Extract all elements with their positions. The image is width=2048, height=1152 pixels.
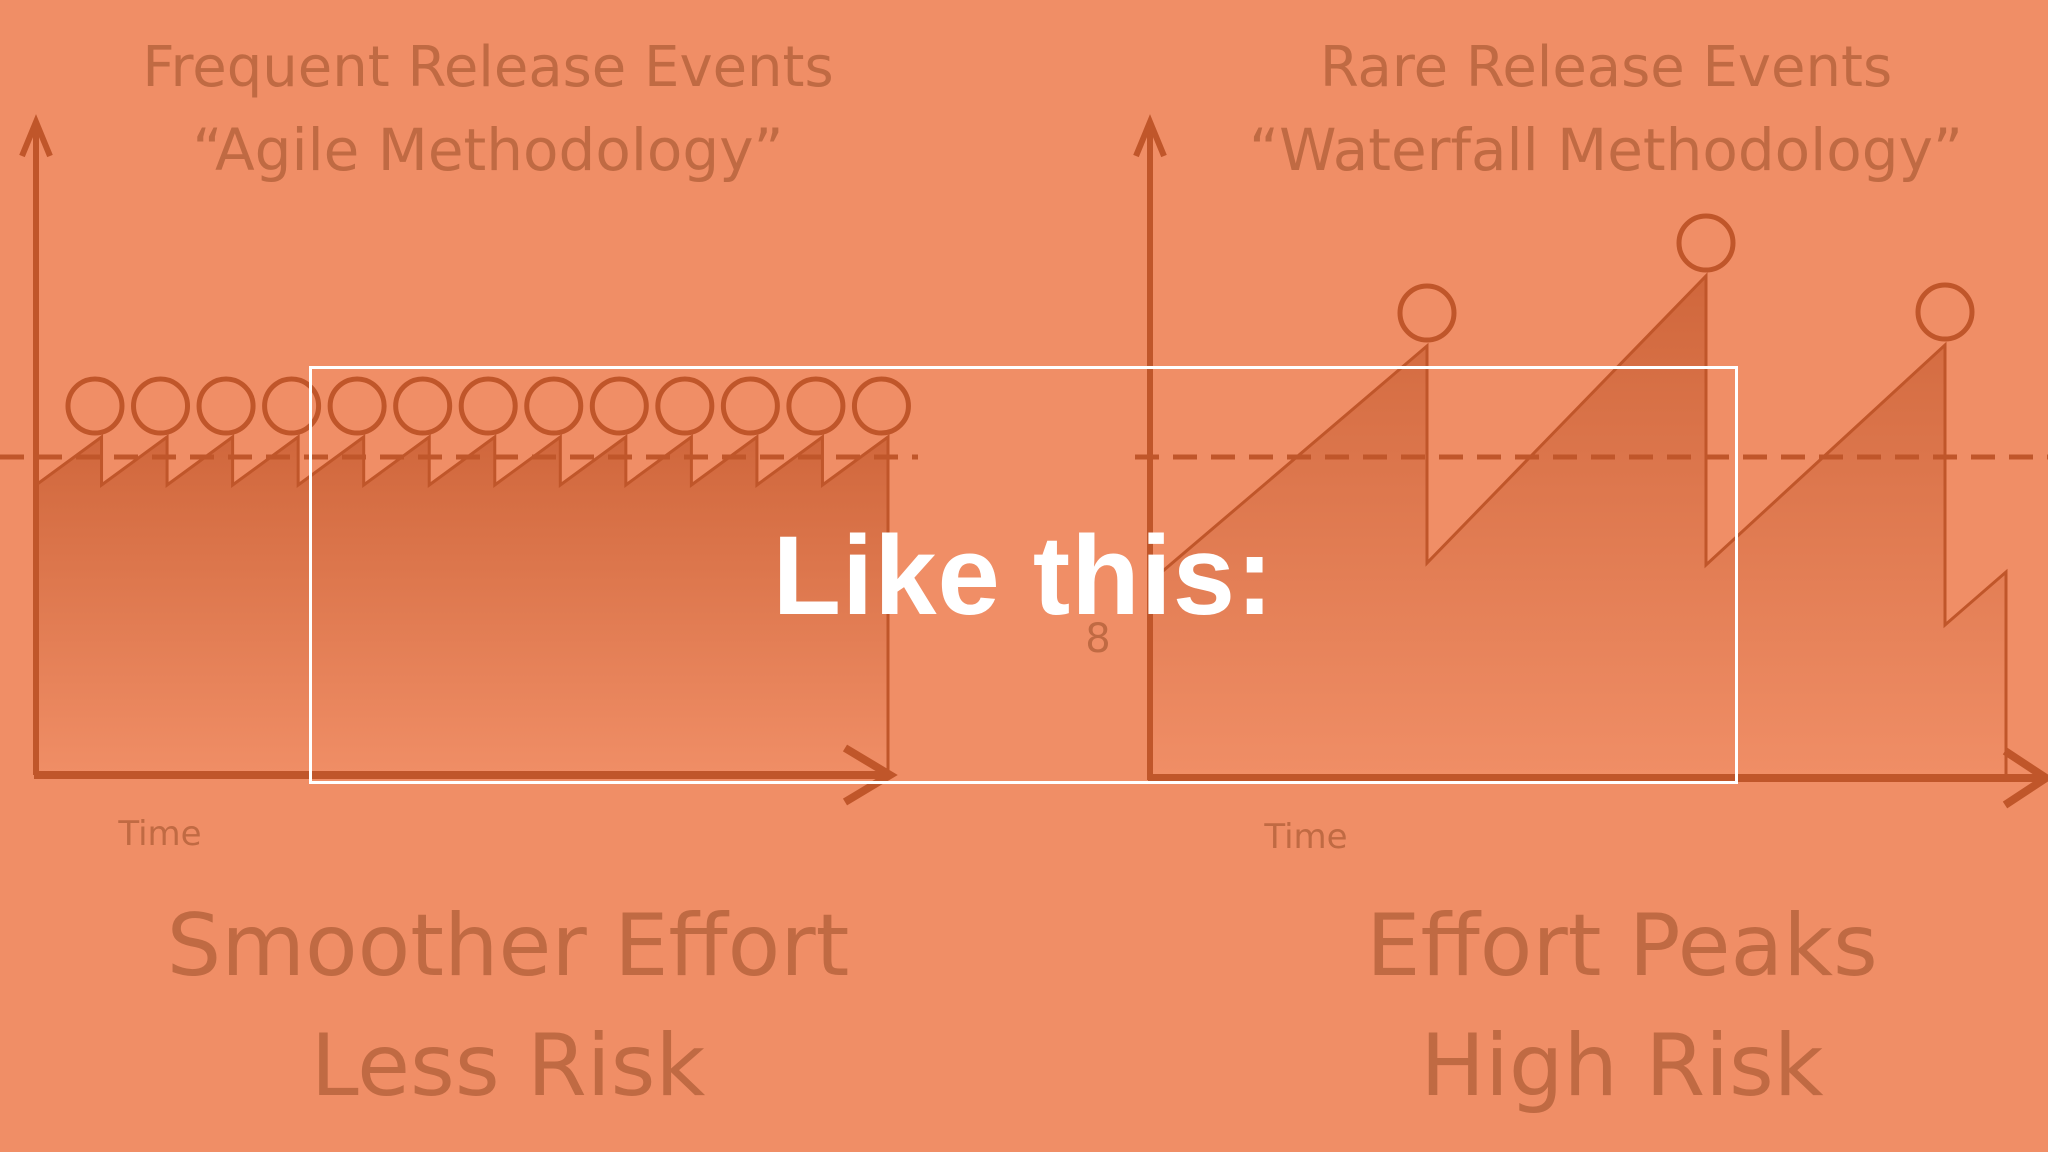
agile-release-event-circle [262, 376, 322, 436]
waterfall-release-event-circle [1676, 213, 1736, 273]
waterfall-caption-line1: Effort Peaks [1366, 896, 1878, 996]
waterfall-title-line2: “Waterfall Methodology” [1249, 116, 1963, 184]
waterfall-title-line1: Rare Release Events [1320, 35, 1892, 100]
agile-release-events [65, 376, 911, 436]
waterfall-x-axis-arrow [2002, 747, 2048, 809]
waterfall-time-label: Time [1263, 817, 1347, 857]
agile-title-line1: Frequent Release Events [142, 35, 833, 100]
agile-effort-area [34, 434, 890, 777]
agile-x-axis-arrow [842, 744, 898, 806]
agile-release-event-circle [589, 376, 649, 436]
agile-title-line2: “Agile Methodology” [192, 116, 783, 184]
agile-release-event-circle [851, 376, 911, 436]
overlay-caption: Like this: [772, 512, 1275, 638]
waterfall-y-axis-arrow [1133, 114, 1167, 158]
agile-time-label: Time [117, 814, 201, 854]
agile-release-event-circle [524, 376, 584, 436]
agile-release-event-circle [786, 376, 846, 436]
agile-y-axis-arrow [19, 114, 53, 158]
waterfall-release-events [1397, 213, 1975, 343]
agile-release-event-circle [393, 376, 453, 436]
waterfall-caption-line2: High Risk [1420, 1016, 1823, 1116]
agile-caption-line1: Smoother Effort [167, 896, 850, 996]
waterfall-panel: Rare Release Events “Waterfall Methodolo… [1133, 35, 2048, 1116]
agile-release-event-circle [131, 376, 191, 436]
effort-axis-fragment-icon: 8 [1085, 616, 1110, 662]
agile-release-event-circle [458, 376, 518, 436]
highlight-frame: Like this: [309, 366, 1738, 784]
waterfall-release-event-circle [1397, 283, 1457, 343]
waterfall-effort-area [1148, 272, 2008, 780]
agile-panel: Frequent Release Events “Agile Methodolo… [0, 35, 918, 1116]
agile-release-event-circle [327, 376, 387, 436]
waterfall-release-event-circle [1915, 282, 1975, 342]
agile-release-event-circle [196, 376, 256, 436]
agile-release-event-circle [720, 376, 780, 436]
agile-release-event-circle [65, 376, 125, 436]
agile-release-event-circle [655, 376, 715, 436]
agile-caption-line2: Less Risk [311, 1016, 706, 1116]
